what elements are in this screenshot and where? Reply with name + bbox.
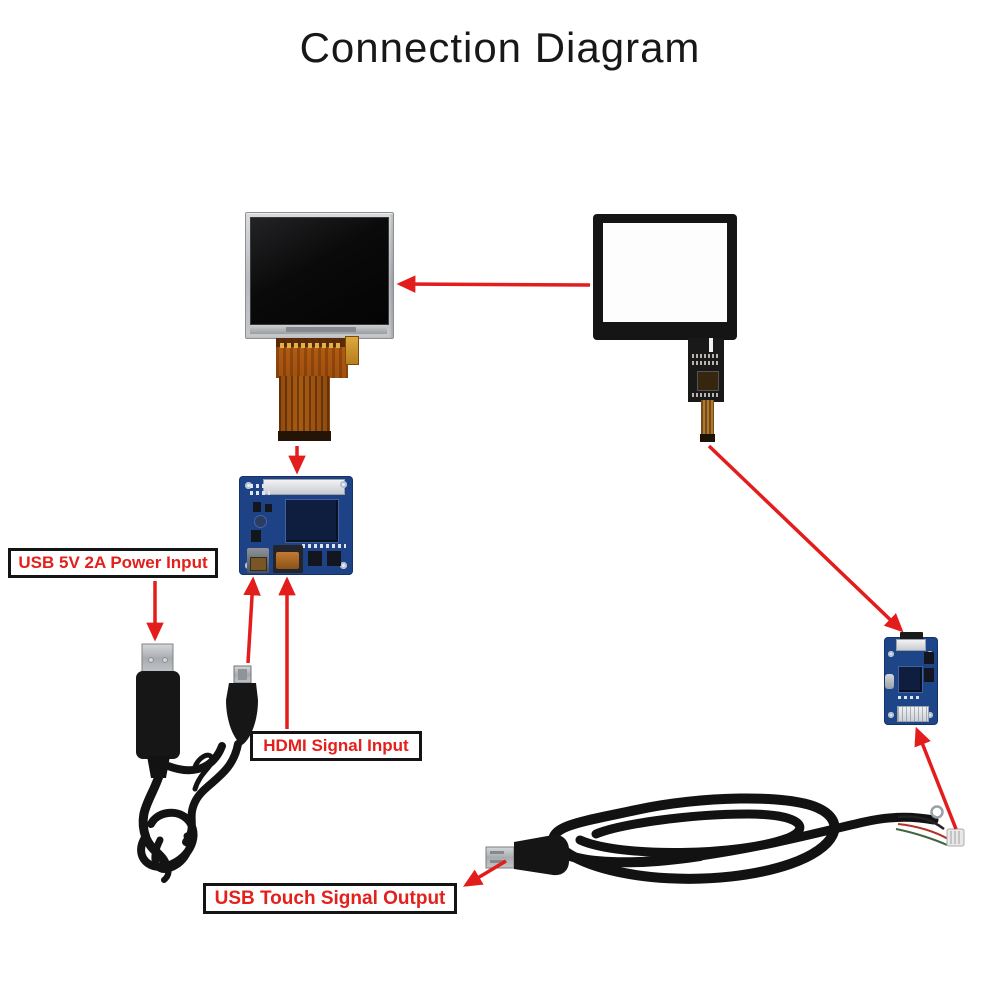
tail-print-row [692, 393, 719, 397]
hdmi-input-label: HDMI Signal Input [250, 731, 422, 761]
touch-fpc-connector [896, 639, 926, 651]
connector-ridges [950, 831, 960, 844]
cable-hook [192, 752, 215, 792]
lcd-flex-tail [279, 376, 330, 434]
ring-terminal [930, 805, 944, 819]
lcd-flex-side-strip [345, 336, 359, 365]
touch-controller-board [885, 632, 937, 724]
arrow-usb-to-output-label [462, 859, 507, 887]
arrow-touchpanel-to-lcd [396, 275, 591, 293]
touch-output-label: USB Touch Signal Output [203, 883, 457, 914]
lcd-screen [250, 217, 389, 325]
lcd-flex-contact-tip [278, 431, 331, 441]
pcb-part [250, 491, 270, 495]
inductor [254, 515, 267, 528]
main-driver-chip [285, 499, 339, 543]
mini-usb-port [247, 548, 269, 573]
tail-print-row [692, 361, 719, 365]
pcb-part [302, 544, 346, 548]
mounting-hole [245, 482, 252, 489]
tail-slot [709, 338, 713, 352]
cable-strand [164, 742, 226, 775]
touch-flex-tip [700, 434, 715, 442]
mini-usb-body [226, 683, 258, 745]
cable-loop [575, 809, 805, 858]
arrow-group [146, 275, 958, 887]
pcb-part [251, 530, 261, 542]
mini-usb-tip-slot [238, 669, 247, 680]
tail-print-row [692, 354, 719, 358]
fpc-clip [900, 632, 923, 640]
wire-black [897, 815, 945, 831]
lcd-module [245, 212, 394, 339]
lcd-bezel-slot [286, 327, 356, 332]
touch-output-connector [897, 706, 929, 722]
arrow-miniusb-to-board [243, 576, 261, 664]
pcb-part [265, 504, 272, 512]
pcb-part [253, 502, 261, 512]
usb-touch-cable [485, 793, 965, 884]
lcd-driver-board [240, 477, 352, 574]
arrow-cable-to-controller [914, 726, 958, 830]
touch-panel-flex-tail [688, 338, 724, 402]
usb-a-body [136, 671, 180, 759]
usb-a-body [514, 834, 569, 876]
wire-green [895, 828, 948, 846]
mini-usb-opening [250, 557, 267, 571]
mini-hdmi-port [273, 545, 303, 573]
mounting-hole [340, 481, 347, 488]
usb-a-contact [490, 860, 504, 863]
lcd-flex-cable [276, 338, 348, 378]
arrow-touchtail-to-controller [707, 444, 904, 633]
touch-panel-glass [603, 223, 727, 322]
pcb-part [250, 484, 266, 488]
cable-strand [161, 859, 172, 883]
strain-relief [147, 756, 170, 778]
mounting-hole [888, 712, 894, 718]
pcb-part [898, 696, 920, 699]
touch-flex-strip [701, 400, 714, 436]
usb-a-connector [141, 643, 174, 674]
touch-controller-chip [898, 666, 923, 693]
usb-a-hole [148, 657, 154, 663]
mounting-hole [888, 651, 894, 657]
touch-cof-chip [697, 371, 719, 391]
pcb-part [924, 668, 934, 682]
mounting-hole [340, 562, 347, 569]
usb-a-hole [162, 657, 168, 663]
pcb-part [924, 652, 934, 664]
crystal-oscillator [885, 674, 894, 689]
page-title: Connection Diagram [299, 24, 701, 71]
pcb-part [327, 551, 341, 566]
touch-panel [593, 214, 737, 340]
power-input-label: USB 5V 2A Power Input [8, 548, 218, 578]
mounting-hole [927, 712, 933, 718]
pcb-part [308, 551, 322, 566]
lcd-bottom-bezel [250, 325, 387, 334]
wire-red [897, 823, 949, 840]
usb-power-cable [136, 643, 258, 883]
usb-a-contact [490, 851, 504, 854]
mini-hdmi-opening [276, 552, 299, 569]
flex-gold-traces [280, 343, 340, 348]
